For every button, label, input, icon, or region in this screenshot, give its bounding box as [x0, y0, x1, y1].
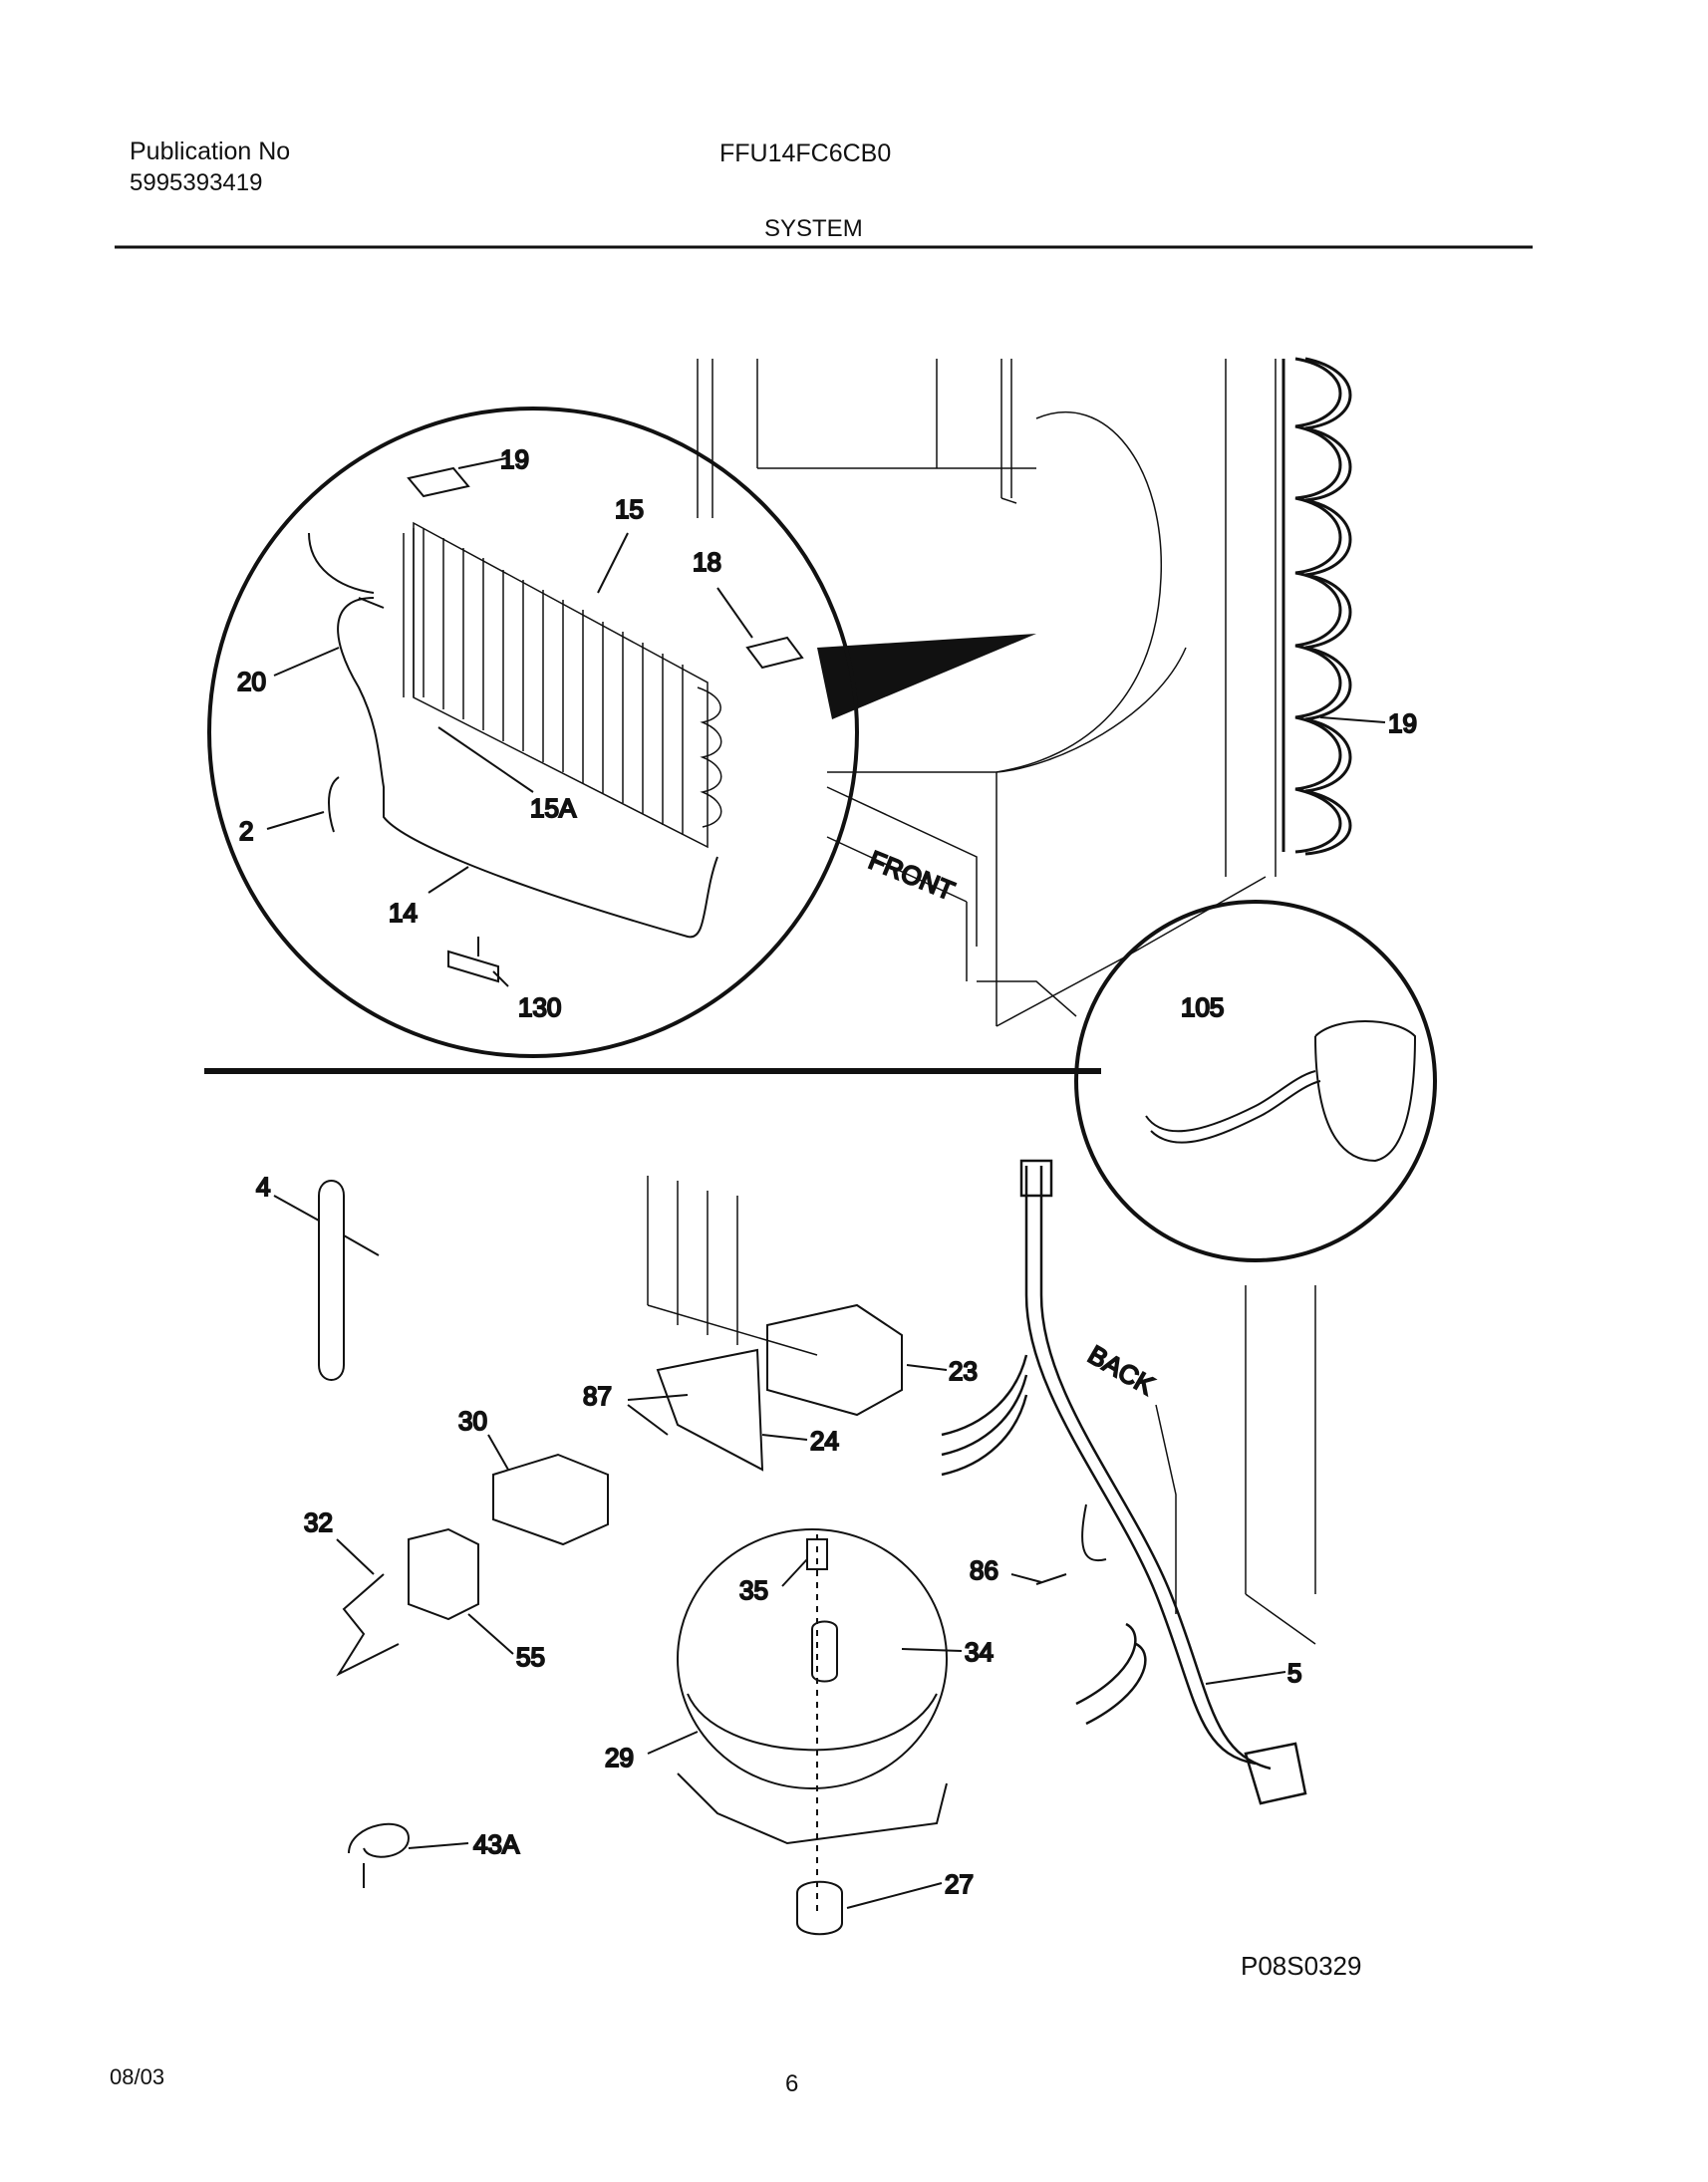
clip-2 [328, 776, 340, 833]
cover-detail-circle [1074, 900, 1437, 1262]
callout-32: 32 [304, 1507, 333, 1537]
screws-87 [627, 1394, 689, 1436]
callout-23: 23 [949, 1356, 978, 1386]
overload-55 [408, 1527, 479, 1621]
callout-4: 4 [256, 1172, 270, 1202]
bracket-24 [656, 1348, 764, 1472]
condenser-coil [1281, 357, 1352, 856]
detail-pointer [817, 634, 1036, 719]
callout-130: 130 [518, 992, 561, 1022]
pad-18 [745, 636, 804, 670]
grommet-27 [796, 1880, 843, 1936]
callout-87: 87 [583, 1381, 612, 1411]
stud-35 [806, 1538, 828, 1570]
relay-30 [492, 1453, 609, 1546]
cabinet-outline [697, 359, 1277, 1027]
heater-wire [337, 597, 718, 939]
callout-15: 15 [615, 494, 644, 524]
drier-4 [318, 1180, 380, 1381]
callout-1: 19 [1388, 708, 1417, 738]
power-cord-5 [941, 1159, 1307, 1805]
callout-20: 20 [237, 667, 266, 696]
evaporator-detail-circle [207, 407, 859, 1058]
drain-130 [447, 937, 499, 983]
callout-27: 27 [945, 1869, 974, 1899]
lower-cabinet [647, 1176, 1316, 1645]
callout-19: 19 [500, 444, 529, 474]
publication-label: Publication No [130, 137, 291, 165]
callout-35: 35 [739, 1575, 768, 1605]
timer-23 [766, 1303, 903, 1417]
revision-date: 08/03 [110, 2064, 165, 2089]
callout-30: 30 [458, 1406, 487, 1436]
front-label: FRONT [865, 845, 959, 906]
evaporator [403, 521, 722, 849]
callout-43A: 43A [473, 1829, 520, 1859]
callout-2: 2 [239, 816, 253, 846]
callout-29: 29 [605, 1743, 634, 1773]
callout-5: 5 [1287, 1658, 1301, 1688]
back-label: BACK [1083, 1339, 1160, 1401]
model-number: FFU14FC6CB0 [719, 139, 892, 167]
thermostat-20 [308, 532, 385, 609]
figure-id: P08S0329 [1241, 1951, 1362, 1981]
callout-86: 86 [970, 1555, 998, 1585]
compressor-29 [677, 1528, 948, 1913]
clamp-43A [348, 1822, 411, 1888]
clip-32 [336, 1573, 400, 1677]
publication-number: 5995393419 [130, 169, 263, 196]
callout-18: 18 [693, 547, 721, 577]
callout-34: 34 [965, 1637, 994, 1667]
callout-24: 24 [810, 1426, 839, 1456]
callout-15A: 15A [530, 793, 577, 823]
callout-14: 14 [389, 898, 418, 928]
callout-105: 105 [1181, 992, 1224, 1022]
pad-19 [407, 466, 470, 498]
section-title: SYSTEM [764, 215, 863, 242]
page-number: 6 [785, 2070, 799, 2097]
tube-34 [811, 1620, 838, 1683]
screw-86 [1035, 1503, 1107, 1585]
callout-55: 55 [516, 1642, 545, 1672]
